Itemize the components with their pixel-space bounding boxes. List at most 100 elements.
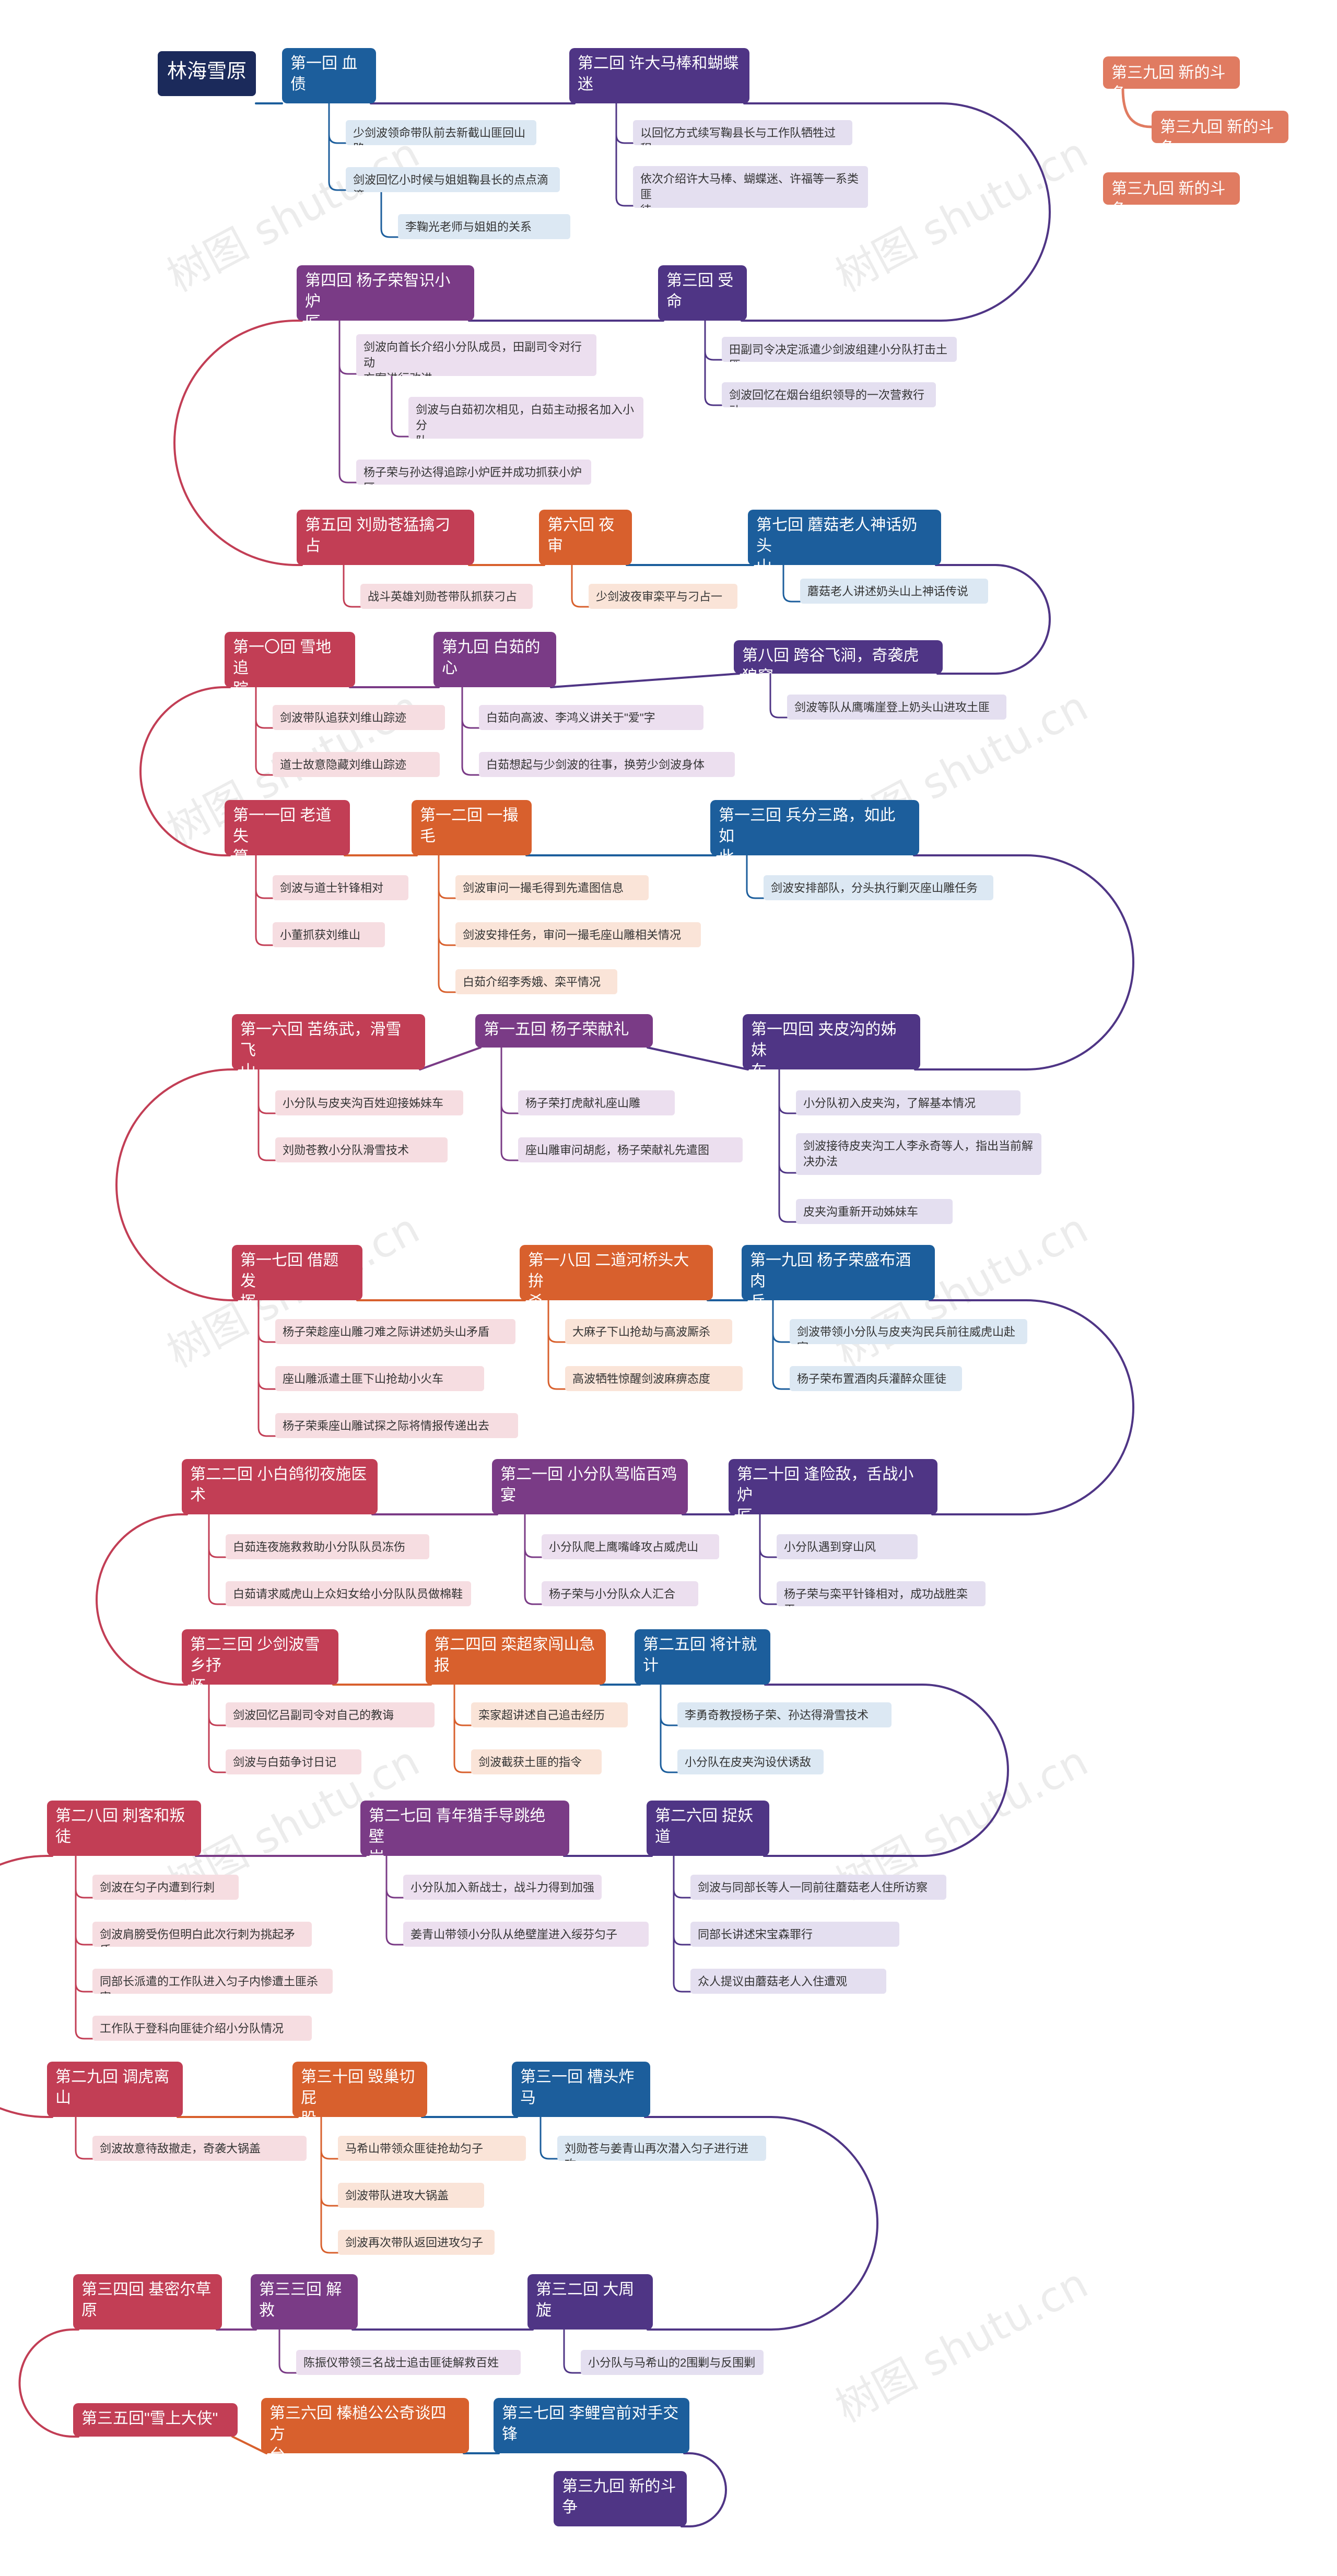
detail-note[interactable]: 剑波再次带队返回进攻匀子 bbox=[338, 2230, 495, 2255]
detail-note[interactable]: 剑波回忆小时候与姐姐鞠县长的点点滴滴 bbox=[346, 167, 560, 192]
root-topic[interactable]: 林海雪原 bbox=[158, 51, 256, 96]
detail-note[interactable]: 道士故意隐藏刘维山踪迹 bbox=[273, 752, 440, 777]
detail-note[interactable]: 战斗英雄刘勋苍带队抓获刁占一 bbox=[360, 584, 533, 609]
detail-note[interactable]: 剑波与白茹初次相见，白茹主动报名加入小分 队 bbox=[408, 397, 643, 439]
detail-note[interactable]: 剑波带领小分队与皮夹沟民兵前往威虎山赴宴 bbox=[790, 1319, 1027, 1344]
detail-note[interactable]: 小分队与马希山的2围剿与反围剿 bbox=[581, 2350, 764, 2375]
detail-note[interactable]: 依次介绍许大马棒、蝴蝶迷、许福等一系类匪 徒 bbox=[633, 166, 868, 208]
detail-note[interactable]: 剑波带队进攻大锅盖 bbox=[338, 2183, 484, 2208]
detail-note[interactable]: 杨子荣乘座山雕试探之际将情报传递出去 bbox=[275, 1413, 518, 1438]
detail-note[interactable]: 剑波与白茹争讨日记 bbox=[226, 1749, 361, 1774]
chapter-node[interactable]: 第二四回 栾超家闯山急 报 bbox=[426, 1629, 606, 1685]
chapter-node[interactable]: 第二三回 少剑波雪乡抒 怀 bbox=[182, 1629, 338, 1685]
chapter-node[interactable]: 第二二回 小白鸽彻夜施医 术 bbox=[182, 1459, 378, 1514]
chapter-node[interactable]: 第三回 受 命 bbox=[658, 265, 747, 321]
detail-note[interactable]: 座山雕派遣土匪下山抢劫小火车 bbox=[275, 1366, 484, 1391]
detail-note[interactable]: 姜青山带领小分队从绝壁崖进入绥芬匀子 bbox=[403, 1922, 649, 1947]
detail-note[interactable]: 杨子荣布置酒肉兵灌醉众匪徒 bbox=[790, 1366, 962, 1391]
detail-note[interactable]: 栾家超讲述自己追击经历 bbox=[471, 1702, 628, 1727]
detail-note[interactable]: 杨子荣与孙达得追踪小炉匠并成功抓获小炉匠 bbox=[356, 460, 591, 485]
detail-note[interactable]: 剑波安排部队，分头执行剿灭座山雕任务 bbox=[764, 875, 993, 900]
detail-note[interactable]: 小分队初入皮夹沟，了解基本情况 bbox=[796, 1090, 1021, 1115]
detail-note[interactable]: 剑波回忆吕副司令对自己的教诲 bbox=[226, 1702, 435, 1727]
detail-note[interactable]: 皮夹沟重新开动姊妹车 bbox=[796, 1199, 953, 1224]
detail-note[interactable]: 剑波肩膀受伤但明白此次行刺为挑起矛盾 bbox=[92, 1922, 312, 1947]
detail-note[interactable]: 白茹请求威虎山上众妇女给小分队队员做棉鞋 bbox=[226, 1581, 471, 1606]
detail-note[interactable]: 小分队遇到穿山风 bbox=[777, 1534, 918, 1559]
detail-note[interactable]: 众人提议由蘑菇老人入住遭观 bbox=[690, 1969, 886, 1994]
chapter-node[interactable]: 第三七回 李鲤宫前对手交 锋 bbox=[494, 2398, 689, 2453]
detail-note[interactable]: 剑波审问一撮毛得到先遣图信息 bbox=[455, 875, 649, 900]
chapter-node[interactable]: 第九回 白茹的 心 bbox=[433, 632, 556, 687]
detail-note[interactable]: 少剑波夜审栾平与刁占一 bbox=[589, 584, 737, 609]
chapter-node[interactable]: 第一五回 杨子荣献礼 bbox=[475, 1014, 653, 1048]
detail-note[interactable]: 杨子荣趁座山雕刁难之际讲述奶头山矛盾 bbox=[275, 1319, 515, 1344]
chapter-node[interactable]: 第二回 许大马棒和蝴蝶 迷 bbox=[569, 48, 749, 103]
detail-note[interactable]: 小董抓获刘维山 bbox=[273, 922, 385, 947]
detail-note[interactable]: 剑波等队从鹰嘴崖登上奶头山进攻土匪 bbox=[787, 695, 1006, 720]
chapter-node[interactable]: 第一二回 一撮 毛 bbox=[412, 800, 532, 855]
detail-note[interactable]: 马希山带领众匪徒抢劫匀子 bbox=[338, 2136, 526, 2161]
chapter-node[interactable]: 第三九回 新的斗 争 bbox=[554, 2471, 687, 2526]
chapter-node[interactable]: 第二六回 捉妖 道 bbox=[647, 1801, 769, 1856]
chapter-node[interactable]: 第二五回 将计就 计 bbox=[635, 1629, 770, 1685]
detail-note[interactable]: 白茹介绍李秀娥、栾平情况 bbox=[455, 969, 617, 994]
detail-note[interactable]: 座山雕审问胡彪，杨子荣献礼先遣图 bbox=[518, 1137, 743, 1162]
detail-note[interactable]: 杨子荣与小分队众人汇合 bbox=[542, 1581, 698, 1606]
chapter-node[interactable]: 第三六回 榛槌公公奇谈四方 台 bbox=[261, 2398, 469, 2453]
detail-note[interactable]: 剑波安排任务，审问一撮毛座山雕相关情况 bbox=[455, 922, 701, 947]
detail-note[interactable]: 李勇奇教授杨子荣、孙达得滑雪技术 bbox=[677, 1702, 892, 1727]
chapter-node[interactable]: 第三四回 基密尔草 原 bbox=[73, 2274, 222, 2330]
chapter-node[interactable]: 第一四回 夹皮沟的姊妹 车 bbox=[743, 1014, 920, 1069]
detail-note[interactable]: 剑波回忆在烟台组织领导的一次营救行动 bbox=[722, 382, 936, 407]
detail-note[interactable]: 剑波向首长介绍小分队成员，田副司令对行动 方案进行改进 bbox=[356, 334, 596, 376]
detail-note[interactable]: 杨子荣与栾平针锋相对，成功战胜栾平 bbox=[777, 1581, 986, 1606]
chapter-node[interactable]: 第一一回 老道失 算 bbox=[225, 800, 350, 855]
detail-note[interactable]: 白茹连夜施救救助小分队队员冻伤 bbox=[226, 1534, 429, 1559]
chapter-node[interactable]: 第八回 跨谷飞涧，奇袭虎狼窝 bbox=[734, 640, 943, 674]
detail-note[interactable]: 剑波带队追获刘维山踪迹 bbox=[273, 705, 445, 730]
detail-note[interactable]: 少剑波领命带队前去新截山匪回山路 bbox=[346, 120, 536, 145]
chapter-node[interactable]: 第一七回 借题发 挥 bbox=[232, 1245, 362, 1300]
chapter-node[interactable]: 第四回 杨子荣智识小炉 匠 bbox=[297, 265, 474, 321]
detail-note[interactable]: 以回忆方式续写鞠县长与工作队牺牲过程 bbox=[633, 120, 852, 145]
chapter-node[interactable]: 第一回 血 债 bbox=[282, 48, 376, 103]
chapter-node[interactable]: 第一八回 二道河桥头大拚 杀 bbox=[520, 1245, 713, 1300]
chapter-node[interactable]: 第三三回 解 救 bbox=[251, 2274, 358, 2330]
detail-note[interactable]: 杨子荣打虎献礼座山雕 bbox=[518, 1090, 675, 1115]
detail-note[interactable]: 刘勋苍教小分队滑雪技术 bbox=[275, 1137, 448, 1162]
detail-note[interactable]: 刘勋苍与姜青山再次潜入匀子进行进攻 bbox=[557, 2136, 766, 2161]
chapter-node[interactable]: 第一〇回 雪地追 踪 bbox=[225, 632, 355, 687]
detail-note[interactable]: 小分队爬上鹰嘴峰攻占威虎山 bbox=[542, 1534, 719, 1559]
detail-note[interactable]: 小分队在皮夹沟设伏诱敌 bbox=[677, 1749, 824, 1774]
chapter-node[interactable]: 第三二回 大周 旋 bbox=[527, 2274, 653, 2330]
detail-note[interactable]: 高波牺牲惊醒剑波麻痹态度 bbox=[565, 1366, 743, 1391]
detail-note[interactable]: 小分队与皮夹沟百姓迎接姊妹车 bbox=[275, 1090, 463, 1115]
detail-note[interactable]: 白茹向高波、李鸿义讲关于"爱"字 bbox=[479, 705, 703, 730]
chapter-node[interactable]: 第二八回 刺客和叛 徒 bbox=[47, 1801, 201, 1856]
chapter-node[interactable]: 第三一回 槽头炸 马 bbox=[512, 2062, 650, 2117]
chapter-node[interactable]: 第二九回 调虎离 山 bbox=[47, 2062, 183, 2117]
detail-note[interactable]: 大麻子下山抢劫与高波厮杀 bbox=[565, 1319, 732, 1344]
chapter-node[interactable]: 第七回 蘑菇老人神话奶头 山 bbox=[748, 510, 941, 565]
chapter-node[interactable]: 第六回 夜 审 bbox=[539, 510, 632, 565]
detail-note[interactable]: 同部长讲述宋宝森罪行 bbox=[690, 1922, 899, 1947]
chapter-node[interactable]: 第五回 刘勋苍猛擒刁占 一 bbox=[297, 510, 474, 565]
detail-note[interactable]: 剑波接待皮夹沟工人李永奇等人，指出当前解 决办法 bbox=[796, 1133, 1041, 1175]
chapter-node[interactable]: 第二十回 逢险敌，舌战小炉 匠 bbox=[729, 1459, 937, 1514]
chapter-node[interactable]: 第一三回 兵分三路，如此如 此 bbox=[710, 800, 919, 855]
chapter-node[interactable]: 第一六回 苦练武，滑雪飞 山 bbox=[232, 1014, 425, 1069]
detail-note[interactable]: 白茹想起与少剑波的往事，换劳少剑波身体 bbox=[479, 752, 735, 777]
detail-note[interactable]: 小分队加入新战士，战斗力得到加强 bbox=[403, 1875, 602, 1900]
chapter-node[interactable]: 第三五回"雪上大侠" bbox=[73, 2403, 238, 2437]
detail-note[interactable]: 剑波故意待敌撤走，奇袭大锅盖 bbox=[92, 2136, 307, 2161]
detail-note[interactable]: 工作队于登科向匪徒介绍小分队情况 bbox=[92, 2016, 312, 2041]
detail-note[interactable]: 剑波在匀子内遭到行刺 bbox=[92, 1875, 239, 1900]
detail-note[interactable]: 同部长派遣的工作队进入匀子内惨遭土匪杀害 bbox=[92, 1969, 333, 1994]
chapter-node[interactable]: 第三十回 毁巢切屁 股 bbox=[292, 2062, 427, 2117]
detail-note[interactable]: 田副司令决定派遣少剑波组建小分队打击土匪 bbox=[722, 337, 957, 362]
chapter-node[interactable]: 第二七回 青年猎手导跳绝壁 岩 bbox=[360, 1801, 569, 1856]
